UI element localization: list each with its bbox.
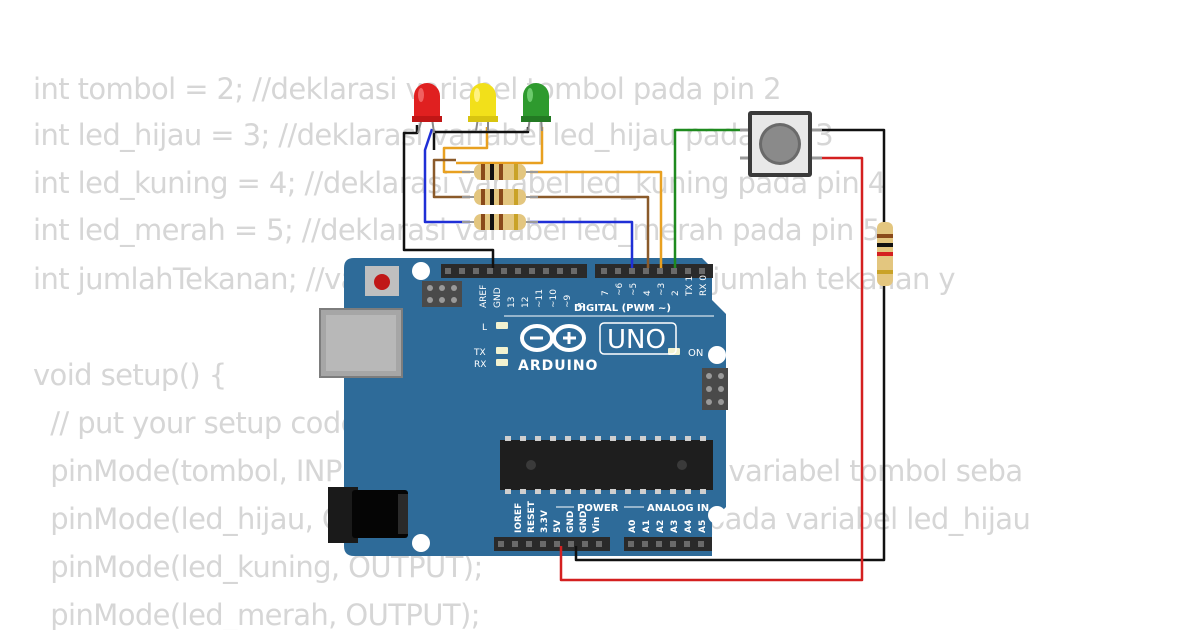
code-line: int tombol = 2; //deklarasi variabel tom… [33,72,782,106]
code-line: pinMode(led_merah, OUTPUT); [33,598,480,630]
led-green [521,83,551,132]
usb-port-icon [319,308,403,378]
svg-text:TX: TX [473,348,486,358]
push-button-icon[interactable] [740,111,822,177]
wire-orange-green [456,127,544,165]
wire-blue-pin5 [423,128,634,268]
power-pin-label: RESET [527,500,537,533]
analog-pin-label: A0 [628,520,638,533]
analog-header [624,537,712,551]
analog-pin-label: A5 [698,520,708,533]
top-pin-label: ~10 [549,289,559,308]
onboard-led-rx: RX [474,359,508,370]
resistor-icon [462,189,538,205]
wire-brown-pin4 [530,195,650,268]
top-pin-label: RX 0 [699,275,709,296]
icsp-header-2 [702,368,728,410]
arduino-logo-icon [520,324,586,352]
top-pin-label: ~6 [615,282,625,296]
top-pin-label: TX 1 [685,276,695,297]
analog-pin-label: A3 [670,520,680,533]
power-pin-label: GND [579,511,589,533]
led-red [412,83,442,134]
top-pin-label: 2 [671,290,681,296]
digital-header-left [441,264,587,278]
analog-pin-label: A4 [684,520,694,533]
resistor-icon [462,164,538,180]
pulldown-resistor [877,222,893,286]
wire-red-5v [559,156,864,582]
top-pin-label: ~9 [563,294,573,308]
top-pin-label: 7 [601,290,611,296]
top-pin-label: 4 [643,290,653,296]
wire-green-pin2 [673,128,750,268]
chip-icon [500,436,713,494]
power-pin-label: Vin [592,517,602,533]
power-pin-label: IOREF [514,503,524,533]
digital-header-right [595,264,713,278]
power-pin-label: 5V [553,520,563,533]
analog-pin-label: A2 [656,520,666,533]
led-icon [412,83,442,134]
code-line: void setup() { [33,358,227,392]
svg-text:RX: RX [474,360,486,370]
resistor-icon [877,222,893,286]
led-yellow [468,83,498,132]
power-header [494,537,610,551]
icsp-header [422,281,462,307]
top-pin-label: 12 [521,297,531,308]
top-pin-label: ~3 [657,283,667,296]
model-label: UNO [607,325,666,355]
wire-orange-pin3 [530,170,663,268]
analog-label: ANALOG IN [647,503,709,514]
wire-brown-led [432,158,470,199]
arduino-uno-board: AREF GND 13 12 ~11 ~10 ~9 8 7 ~6 ~5 4 ~3 2 TX 1 RX 0 DI… [319,258,728,556]
top-pin-label: AREF [479,285,489,308]
resistor-icon [462,214,538,230]
power-label: POWER [577,503,619,514]
digital-header-label: DIGITAL (PWM ~) [574,303,671,314]
analog-pin-label: A1 [642,520,652,533]
top-pin-label: ~5 [629,283,639,296]
wire-orange-yellow [442,127,489,174]
brand-label: ARDUINO [518,358,598,374]
top-pin-label: GND [493,287,503,308]
wire-black-gnd-bottom [574,285,886,562]
wire-black-top [432,127,530,150]
top-pin-label: 13 [507,297,517,308]
svg-text:ON: ON [688,348,703,359]
power-pin-label: GND [566,511,576,533]
top-pin-label: ~11 [535,289,545,308]
code-line: int led_merah = 5; //deklarasi variabel … [33,213,881,247]
onboard-led-tx: TX [473,347,508,358]
onboard-led-l: L [482,322,508,333]
wire-black-button [812,128,886,222]
wire-black-gnd [402,125,495,268]
power-pin-label: 3.3V [540,510,550,533]
svg-text:L: L [482,323,487,333]
reset-button-icon[interactable] [365,266,399,296]
top-pin-label: 8 [577,302,587,308]
power-jack-icon [328,487,408,543]
